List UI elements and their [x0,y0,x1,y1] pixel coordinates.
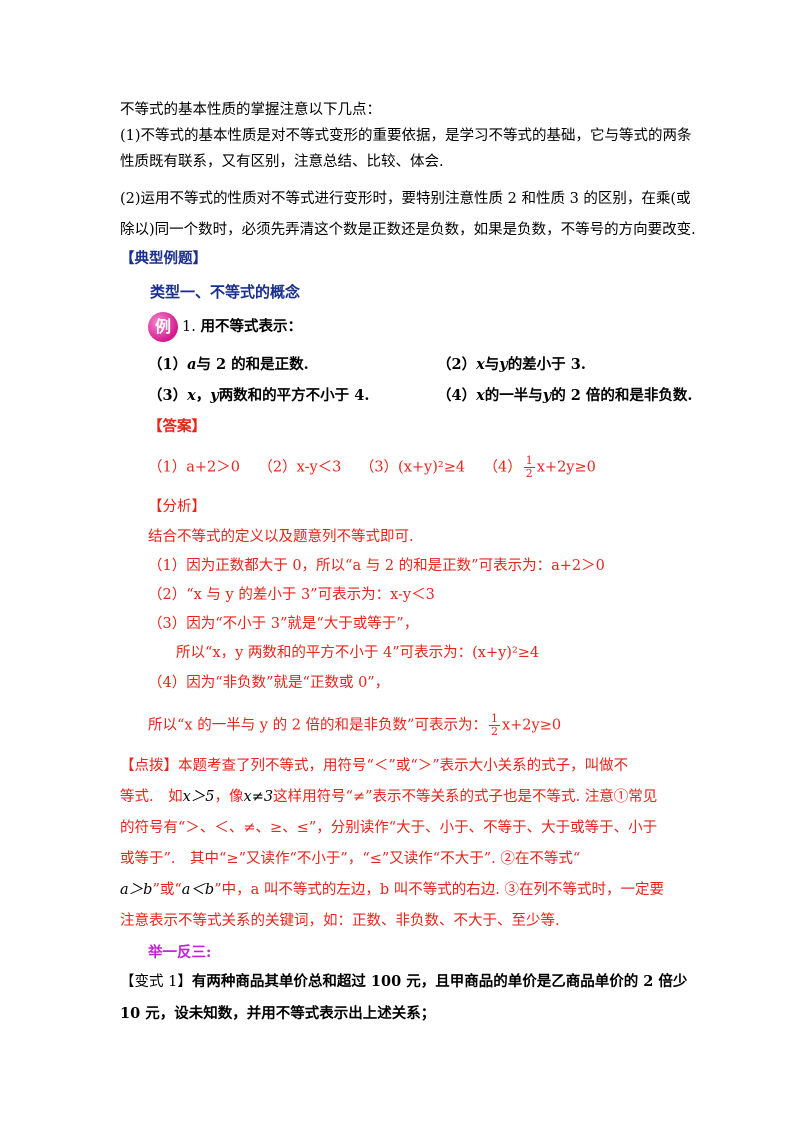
example-item-3: （3）x，y两数和的平方不小于 4. [148,387,370,404]
intro-point-2-line-1: (2)运用不等式的性质对不等式进行变形时，要特别注意性质 2 和性质 3 的区别… [120,191,691,207]
answer-4-prefix: （4） [483,459,522,476]
section-title: 【典型例题】 [120,250,207,267]
intro-heading: 不等式的基本性质的掌握注意以下几点： [120,102,381,118]
tip-line-2: 等式. 如x＞5，像x≠3这样用符号“≠”表示不等关系的式子也是不等式. 注意①… [120,789,658,805]
answer-4-rest: x+2y≥0 [536,459,596,476]
tip-line-1: 【点拨】本题考查了列不等式，用符号“＜”或“＞”表示大小关系的式子，叫做不 [120,758,629,774]
analysis-title: 【分析】 [148,499,206,515]
answer-title: 【答案】 [148,418,206,435]
intro-point-2-line-2: 除以)同一个数时，必须先弄清这个数是正数还是负数，如果是负数，不等号的方向要改变… [120,222,696,238]
practice-title: 举一反三: [148,944,212,961]
variant-1-label: 【变式 1】 [120,974,192,990]
example-prompt: 1. 用不等式表示： [182,317,302,337]
example-badge-icon: 例 [148,312,178,342]
answer-2: （2）x-y＜3 [258,459,342,476]
example-number: 1. [182,319,196,335]
example-prompt-text: 用不等式表示： [200,318,302,335]
answer-3: （3）(x+y)²≥4 [359,459,466,476]
analysis-line-3: （3）因为“不小于 3”就是“大于或等于”， [148,616,419,632]
category-title: 类型一、不等式的概念 [150,283,301,301]
analysis-line-5: （4）因为“非负数”就是“正数或 0”， [148,675,390,691]
example-item-1: （1）a与 2 的和是正数. [148,356,309,373]
tip-line-3: 的符号有“＞、＜、≠、≥、≤”，分别读作“大于、小于、不等于、大于或等于、小于 [120,820,658,836]
tip-line-5: a＞b”或“a＜b”中，a 叫不等式的左边，b 叫不等式的右边. ③在列不等式时… [120,882,664,898]
tip-line-4: 或等于”. 其中“≥”又读作“不小于”，“≤”又读作“不大于”. ②在不等式“ [120,851,581,867]
example-item-2: （2）x与y的差小于 3. [437,356,586,373]
analysis-line-2: （2）“x 与 y 的差小于 3”可表示为：x-y＜3 [148,587,435,603]
intro-point-1-line-2: 性质既有联系，又有区别，注意总结、比较、体会. [120,154,444,170]
answer-1: （1）a+2＞0 [148,459,240,476]
variant-1-line-1: 【变式 1】有两种商品其单价总和超过 100 元，且甲商品的单价是乙商品单价的 … [120,973,688,990]
analysis-line-1: （1）因为正数都大于 0，所以“a 与 2 的和是正数”可表示为：a+2＞0 [148,558,605,574]
example-item-4: （4）x的一半与y的 2 倍的和是非负数. [437,387,693,404]
analysis-line-4: 所以“x，y 两数和的平方不小于 4”可表示为：(x+y)²≥4 [176,645,540,661]
analysis-line-0: 结合不等式的定义以及题意列不等式即可. [148,529,414,545]
intro-point-1-line-1: (1)不等式的基本性质是对不等式变形的重要依据，是学习不等式的基础，它与等式的两… [120,128,692,144]
variant-1-line-2: 10 元，设未知数，并用不等式表示出上述关系； [120,1005,436,1022]
tip-line-6: 注意表示不等式关系的关键词，如：正数、非负数、不大于、至少等. [120,913,560,929]
